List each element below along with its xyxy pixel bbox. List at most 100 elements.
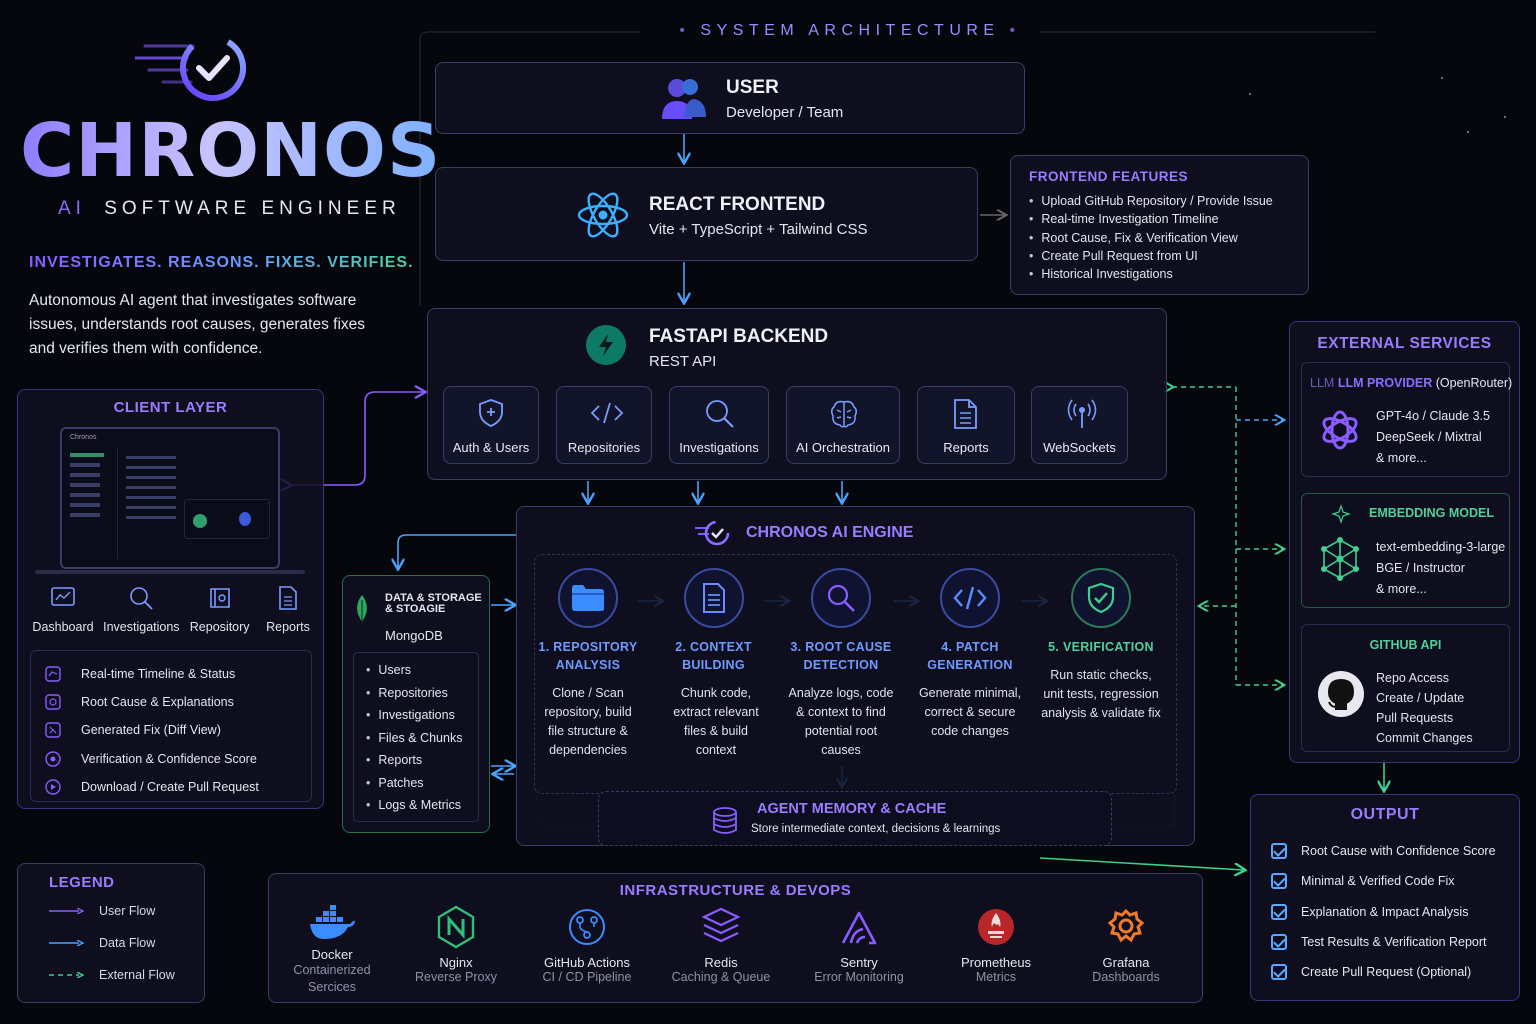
infra-grafana: Grafana Dashboards: [1071, 905, 1181, 984]
infra-sentry: Sentry Error Monitoring: [804, 905, 914, 984]
llm-line: & more...: [1376, 451, 1427, 465]
brand-subtitle: AI SOFTWARE ENGINEER: [58, 198, 401, 220]
infra-description: Metrics: [975, 970, 1017, 984]
dashboard-icon: [51, 587, 75, 606]
github-line: Commit Changes: [1376, 731, 1473, 745]
step-title: DETECTION: [803, 658, 879, 672]
feature-label: Generated Fix (Diff View): [81, 723, 221, 738]
infra-description: Dashboards: [1092, 970, 1160, 984]
sparkle-icon: [1330, 504, 1352, 524]
legend-label: User Flow: [99, 904, 156, 918]
output-item: Minimal & Verified Code Fix: [1271, 866, 1496, 896]
step-root-cause-detection: 3. ROOT CAUSE DETECTION Analyze logs, cod…: [786, 568, 896, 760]
client-features-list: Real-time Timeline & Status Root Cause &…: [45, 660, 259, 801]
brand-subtitle-ai: AI: [58, 198, 86, 219]
broadcast-icon: [1065, 398, 1096, 428]
checkbox-icon: [1271, 964, 1287, 981]
timeline-icon: [45, 666, 61, 682]
list-item: Root Cause & Explanations: [45, 688, 259, 716]
code-icon: [940, 568, 1000, 628]
client-layer-title: CLIENT LAYER: [113, 399, 228, 416]
output-label: Root Cause with Confidence Score: [1301, 844, 1496, 859]
github-title: GITHUB API: [1369, 638, 1442, 652]
fastapi-icon: [586, 325, 626, 365]
feature-label: Download / Create Pull Request: [81, 779, 259, 794]
code-icon: [589, 398, 624, 428]
storage-list: Users Repositories Investigations Files …: [366, 659, 462, 817]
user-subtitle: Developer / Team: [726, 104, 844, 121]
grafana-icon: [1107, 908, 1145, 943]
feature-label: Verification & Confidence Score: [81, 751, 257, 766]
embedding-model-card: EMBEDDING MODEL text-embedding-3-large B…: [1301, 493, 1510, 608]
embedding-title: EMBEDDING MODEL: [1369, 506, 1494, 520]
step-title: 5. VERIFICATION: [1048, 640, 1154, 654]
legend-label: Data Flow: [99, 936, 156, 950]
step-title: 3. ROOT CAUSE: [790, 640, 892, 654]
step-description: Run static checks, unit tests, regressio…: [1041, 668, 1161, 720]
nav-repository[interactable]: Repository: [185, 586, 255, 634]
module-label: AI Orchestration: [796, 440, 890, 455]
storage-title-line2: & STOAGIE: [385, 603, 446, 615]
document-icon: [279, 586, 297, 610]
user-flow-swatch: [49, 908, 85, 914]
document-icon: [951, 398, 981, 429]
infra-github-actions: GitHub Actions CI / CD Pipeline: [532, 905, 642, 984]
legend-label: External Flow: [99, 968, 175, 982]
step-description: Generate minimal, correct & secure code …: [918, 686, 1022, 738]
nav-investigations[interactable]: Investigations: [101, 586, 181, 634]
memory-title: AGENT MEMORY & CACHE: [757, 801, 947, 817]
nav-dashboard[interactable]: Dashboard: [28, 586, 98, 634]
user-icon: [658, 75, 708, 121]
step-title: 1. REPOSITORY: [538, 640, 638, 654]
document-icon: [683, 568, 744, 628]
external-services-title: EXTERNAL SERVICES: [1317, 335, 1492, 352]
list-item: Download / Create Pull Request: [45, 773, 259, 801]
feature-label: Real-time Timeline & Status: [81, 667, 236, 682]
legend-box: LEGEND User Flow Data Flow External Flow: [17, 863, 205, 1003]
infra-title: INFRASTRUCTURE & DEVOPS: [619, 882, 852, 899]
backend-title: FASTAPI BACKEND: [649, 326, 829, 347]
step-verification: 5. VERIFICATION Run static checks, unit …: [1041, 568, 1161, 723]
step-title: BUILDING: [682, 658, 745, 672]
output-label: Minimal & Verified Code Fix: [1301, 874, 1455, 889]
embedding-line: text-embedding-3-large: [1376, 540, 1506, 554]
module-ai-orchestration: AI Orchestration: [786, 386, 900, 464]
brand-title: CHRONOS: [20, 108, 442, 194]
checkbox-icon: [1271, 873, 1287, 890]
infrastructure-box: INFRASTRUCTURE & DEVOPS: [268, 873, 1203, 1003]
step-title: ANALYSIS: [555, 658, 621, 672]
embedding-models: text-embedding-3-large BGE / Instructor …: [1376, 537, 1505, 600]
github-icon: [1318, 671, 1364, 717]
embedding-line: & more...: [1376, 582, 1427, 596]
mongodb-leaf-icon: [355, 594, 369, 624]
llm-provider-card: LLM LLM PROVIDER (OpenRouter) GPT-4o / C…: [1301, 362, 1512, 477]
step-description: Analyze logs, code & context to find pot…: [788, 686, 894, 757]
infra-name: Nginx: [439, 955, 473, 970]
infra-name: Sentry: [840, 955, 878, 970]
list-item: Generated Fix (Diff View): [45, 716, 259, 744]
nav-reports[interactable]: Reports: [258, 586, 318, 634]
legend-data-flow: Data Flow: [49, 936, 155, 950]
search-icon: [130, 587, 153, 610]
nav-label: Reports: [266, 620, 310, 634]
list-item: Patches: [366, 772, 462, 795]
infra-description: Error Monitoring: [814, 970, 904, 984]
github-api-card: GITHUB API Repo Access Create / Update P…: [1301, 624, 1510, 752]
docker-icon: [310, 905, 355, 939]
llm-title-prefix: LLM: [1310, 376, 1335, 390]
llm-line: DeepSeek / Mixtral: [1376, 430, 1482, 444]
module-reports: Reports: [917, 386, 1015, 464]
agent-memory-box: AGENT MEMORY & CACHE Store intermediate …: [598, 791, 1112, 846]
laptop-screen: Chronos: [60, 427, 280, 569]
react-frontend-box: REACT FRONTEND Vite + TypeScript + Tailw…: [435, 167, 978, 261]
nav-label: Repository: [189, 620, 250, 634]
output-item: Root Cause with Confidence Score: [1271, 836, 1496, 866]
client-layer-box: CLIENT LAYER Chronos Dashboard Investiga…: [17, 389, 324, 809]
chronos-engine-icon: [695, 519, 731, 547]
infra-description: Reverse Proxy: [415, 970, 497, 984]
step-title: 2. CONTEXT: [675, 640, 752, 654]
magnifier-icon: [811, 568, 871, 628]
screen-chart: [184, 499, 270, 539]
list-item: Verification & Confidence Score: [45, 745, 259, 773]
